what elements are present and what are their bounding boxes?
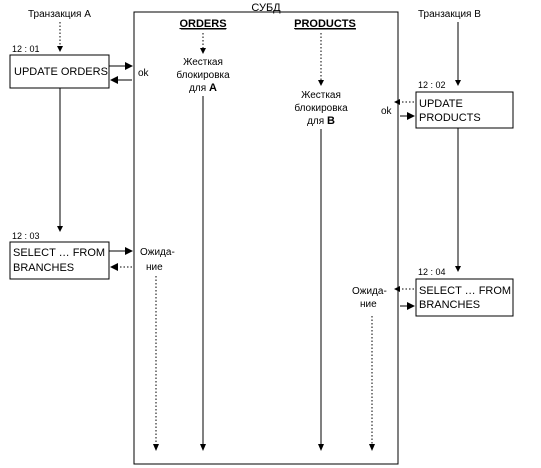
dbms-box xyxy=(133,11,399,465)
step-a1-time: 12 : 01 xyxy=(12,44,40,54)
arrowhead-icon xyxy=(200,444,206,451)
lock-a-text-2: блокировка xyxy=(176,69,230,81)
ok-b-label: ok xyxy=(381,106,393,117)
arrowhead-icon xyxy=(153,444,159,451)
arrowhead-icon xyxy=(394,286,400,292)
wait-b-label-1: Ожида- xyxy=(352,286,387,297)
lock-a-text-3: для A xyxy=(189,82,217,94)
wait-b-label-2: ние xyxy=(360,299,377,310)
step-b1-box xyxy=(415,91,514,129)
ok-a-label: ok xyxy=(138,68,150,79)
arrowhead-icon xyxy=(200,48,206,54)
step-b1-text-2: PRODUCTS xyxy=(419,112,481,124)
transaction-b-label: Транзакция В xyxy=(418,9,481,20)
step-b1-text-1: UPDATE xyxy=(419,98,463,110)
wait-a-label-2: ние xyxy=(146,262,163,273)
lock-b-text-3: для B xyxy=(307,115,335,127)
step-a1-text: UPDATE ORDERS xyxy=(14,66,108,78)
step-b1-time: 12 : 02 xyxy=(418,80,446,90)
arrowhead-icon xyxy=(455,266,461,272)
lock-a-text-1: Жесткая xyxy=(183,57,223,68)
dbms-title: СУБД xyxy=(251,2,281,14)
table-products-label: PRODUCTS xyxy=(294,18,356,30)
step-a2-text-1: SELECT … FROM xyxy=(13,247,105,259)
step-b2-time: 12 : 04 xyxy=(418,267,446,277)
step-b2-text-2: BRANCHES xyxy=(419,299,480,311)
arrowhead-icon xyxy=(57,46,63,52)
arrowhead-icon xyxy=(318,80,324,86)
step-b2-text-1: SELECT … FROM xyxy=(419,285,511,297)
step-a2-text-2: BRANCHES xyxy=(13,262,74,274)
step-b2-box xyxy=(415,278,514,317)
step-a1-box xyxy=(9,54,110,89)
arrowhead-icon xyxy=(455,80,461,86)
lock-b-text-2: блокировка xyxy=(294,102,348,114)
wait-a-label-1: Ожида- xyxy=(140,247,175,258)
transaction-a-label: Транзакция А xyxy=(28,9,91,20)
table-orders-label: ORDERS xyxy=(179,18,226,30)
lock-b-text-1: Жесткая xyxy=(301,90,341,101)
arrowhead-icon xyxy=(57,226,63,232)
step-a2-box xyxy=(9,241,110,280)
arrowhead-icon xyxy=(369,444,375,451)
arrowhead-icon xyxy=(318,444,324,451)
step-a2-time: 12 : 03 xyxy=(12,231,40,241)
arrowhead-icon xyxy=(394,99,400,105)
